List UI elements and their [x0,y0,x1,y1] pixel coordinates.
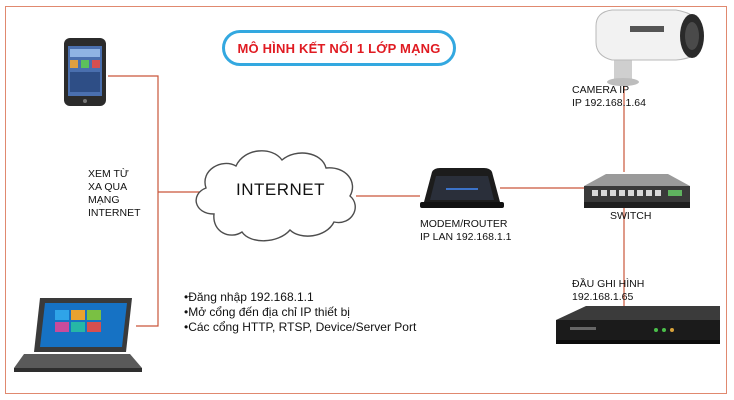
cloud-icon [195,150,356,242]
modem-label: MODEM/ROUTER IP LAN 192.168.1.1 [420,218,511,244]
recorder-ip: 192.168.1.65 [572,291,634,303]
camera-ip: IP 192.168.1.64 [572,97,646,109]
router-icon [420,168,504,208]
modem-ip: IP LAN 192.168.1.1 [420,231,512,243]
diagram-title: MÔ HÌNH KẾT NỐI 1 LỚP MẠNG [222,30,456,66]
nvr-recorder-icon [556,306,720,344]
laptop-icon [14,298,142,372]
camera-label: CAMERA IP IP 192.168.1.64 [572,84,646,110]
note-line: •Đăng nhập 192.168.1.1 [184,290,314,304]
switch-label: SWITCH [610,210,652,222]
remote-view-line: MẠNG [88,194,120,206]
internet-label: INTERNET [236,180,325,199]
diagram-frame [5,6,727,394]
ip-camera-icon [595,9,704,86]
link-phone [108,75,159,327]
smartphone-icon [64,38,106,106]
note-line: •Mở cổng đến địa chỉ IP thiết bị [184,305,350,319]
remote-view-line: XA QUA [88,181,128,193]
modem-name: MODEM/ROUTER [420,218,508,230]
remote-view-line: XEM TỪ [88,168,129,180]
remote-view-label: XEM TỪ XA QUA MẠNG INTERNET [88,168,141,220]
network-switch-icon [584,174,690,208]
setup-notes: •Đăng nhập 192.168.1.1 •Mở cổng đến địa … [184,290,416,335]
recorder-label: ĐẦU GHI HÌNH 192.168.1.65 [572,278,644,304]
remote-view-line: INTERNET [88,207,141,219]
recorder-name: ĐẦU GHI HÌNH [572,278,645,290]
note-line: •Các cổng HTTP, RTSP, Device/Server Port [184,320,417,334]
camera-name: CAMERA IP [572,84,630,96]
